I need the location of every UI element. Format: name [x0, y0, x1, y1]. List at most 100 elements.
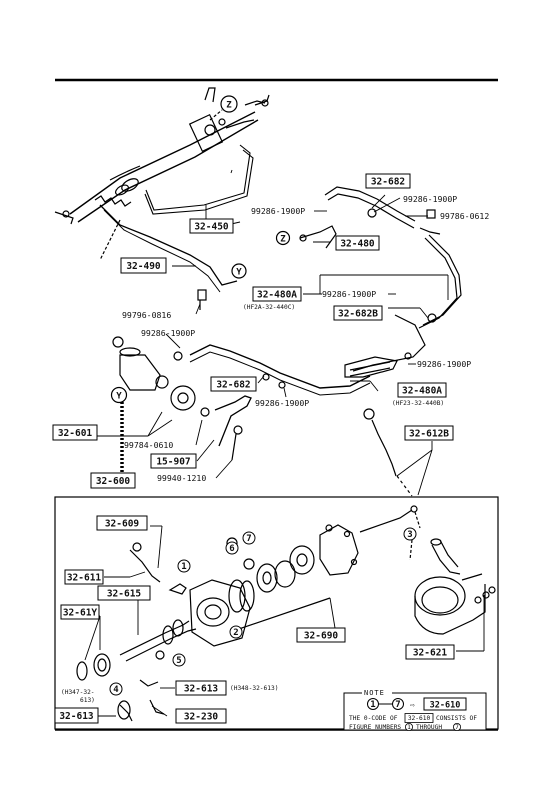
return-hose-assembly: [173, 186, 462, 396]
svg-text:6: 6: [229, 544, 234, 554]
num-99286-d: 99286-1900P: [141, 328, 195, 338]
steering-gear-assembly: [54, 87, 270, 310]
note-hf23: (HF23-32-440B): [392, 400, 444, 407]
label-32-609: 32-609: [96, 515, 148, 531]
note-line1-code: 32-610: [408, 715, 431, 722]
note-line1-pre: THE 0-CODE OF: [349, 715, 398, 722]
label-32-690: 32-690: [296, 627, 346, 643]
svg-text:32-613: 32-613: [59, 711, 94, 722]
circled-5: 5: [172, 653, 186, 667]
circled-2: 2: [229, 625, 243, 639]
callout-z-mid: Z: [275, 230, 291, 246]
num-99796-0816: 99796-0816: [122, 310, 171, 320]
note-line2-b: 7: [455, 724, 459, 731]
svg-text:32-682: 32-682: [216, 380, 250, 391]
callout-z-top: Z: [220, 95, 238, 113]
label-32-480: 32-480: [335, 235, 380, 251]
circled-7: 7: [242, 531, 256, 545]
num-99940-1210: 99940-1210: [157, 473, 206, 483]
callout-y-top: Y: [231, 263, 247, 279]
label-32-230: 32-230: [175, 708, 227, 724]
note-from-number: 1: [370, 700, 375, 710]
label-32-600: 32-600: [90, 472, 136, 489]
pump-and-bracket: [112, 336, 413, 497]
label-32-682B: 32-682B: [333, 305, 383, 321]
callout-letters: Z Z Y Y: [110, 95, 291, 404]
note-line2-a: 1: [407, 724, 411, 731]
num-99286-c: 99286-1900P: [322, 289, 376, 299]
label-32-682-top: 32-682: [365, 173, 411, 189]
part-labels: 32-682 32-450 32-480 32-490 32-480A 32-6…: [52, 173, 455, 724]
label-32-612B: 32-612B: [404, 425, 454, 441]
svg-text:32-682B: 32-682B: [338, 309, 378, 320]
label-32-613-right: 32-613: [175, 680, 227, 696]
svg-text:32-480A: 32-480A: [402, 386, 442, 397]
note-target: 32-610: [430, 701, 461, 711]
svg-text:32-612B: 32-612B: [409, 429, 449, 440]
circled-4: 4: [109, 682, 123, 696]
circled-6: 6: [225, 541, 239, 555]
note-h347-2: 613): [80, 697, 95, 704]
note-hf2a: (HF2A-32-440C): [243, 304, 295, 311]
svg-text:Y: Y: [236, 268, 242, 278]
svg-text:15-907: 15-907: [156, 457, 190, 468]
num-99286-b: 99286-1900P: [403, 194, 457, 204]
svg-text:32-611: 32-611: [67, 573, 102, 584]
circled-3: 3: [403, 527, 417, 541]
svg-text:Z: Z: [226, 101, 232, 111]
svg-text:7: 7: [246, 534, 251, 544]
label-32-480A-mid: 32-480A: [397, 382, 447, 398]
label-32-601: 32-601: [52, 424, 98, 441]
label-32-682-mid: 32-682: [210, 376, 257, 392]
label-32-621: 32-621: [405, 644, 455, 660]
note-line1-post: CONSISTS OF: [436, 715, 477, 722]
note-arrow: ⇨: [410, 701, 415, 710]
svg-text:Y: Y: [116, 392, 122, 402]
svg-text:32-480A: 32-480A: [257, 290, 297, 301]
note-box: NOTE 1 7 ⇨ 32-610 THE 0-CODE OF 32-610 C…: [343, 688, 487, 732]
svg-text:32-682: 32-682: [371, 177, 405, 188]
svg-text:1: 1: [181, 562, 186, 572]
svg-text:32-450: 32-450: [194, 222, 229, 233]
note-title: NOTE: [364, 689, 385, 697]
num-99286-e: 99286-1900P: [417, 359, 471, 369]
label-32-615: 32-615: [97, 585, 151, 601]
callout-y-pump: Y: [110, 386, 128, 404]
svg-text:32-601: 32-601: [58, 428, 93, 439]
svg-text:32-600: 32-600: [96, 476, 131, 487]
svg-text:32-621: 32-621: [413, 648, 448, 659]
svg-text:Z: Z: [280, 235, 286, 245]
svg-text:3: 3: [407, 530, 412, 540]
label-32-613-left: 32-613: [54, 707, 99, 724]
pump-exploded-frame: [54, 496, 499, 730]
svg-text:32-615: 32-615: [107, 589, 142, 600]
label-32-490: 32-490: [120, 257, 167, 274]
svg-text:32-609: 32-609: [105, 519, 140, 530]
num-99784-0610: 99784-0610: [124, 440, 173, 450]
num-99286-a: 99286-1900P: [251, 206, 305, 216]
pump-exploded-parts: [76, 505, 496, 722]
sub-notes: (HF2A-32-440C) (HF23-32-440B) (H348-32-6…: [61, 304, 444, 704]
note-to-number: 7: [395, 700, 400, 710]
svg-text:32-490: 32-490: [126, 261, 161, 272]
num-99786-0612: 99786-0612: [440, 211, 489, 221]
svg-text:4: 4: [113, 685, 119, 695]
svg-text:32-230: 32-230: [184, 712, 219, 723]
svg-text:32-480: 32-480: [340, 239, 375, 250]
plain-part-numbers: 99286-1900P 99286-1900P 99786-0612 99796…: [122, 194, 489, 483]
svg-text:32-61Y: 32-61Y: [63, 608, 98, 619]
num-99286-f: 99286-1900P: [255, 398, 309, 408]
note-line2-pre: FIGURE NUMBERS: [349, 724, 401, 731]
note-line2-mid: THROUGH: [416, 724, 442, 731]
note-h347-1: (H347-32-: [61, 689, 95, 696]
label-32-61Y: 32-61Y: [60, 604, 100, 620]
svg-text:5: 5: [176, 656, 181, 666]
label-32-480A-top: 32-480A: [252, 286, 302, 302]
circled-numbers: 1 2 3 4 5 6 7: [109, 527, 417, 696]
label-32-611: 32-611: [64, 569, 104, 585]
svg-text:2: 2: [233, 628, 238, 638]
note-h348: (H348-32-613): [230, 685, 278, 692]
svg-text:32-690: 32-690: [304, 631, 339, 642]
circled-1: 1: [177, 559, 191, 573]
